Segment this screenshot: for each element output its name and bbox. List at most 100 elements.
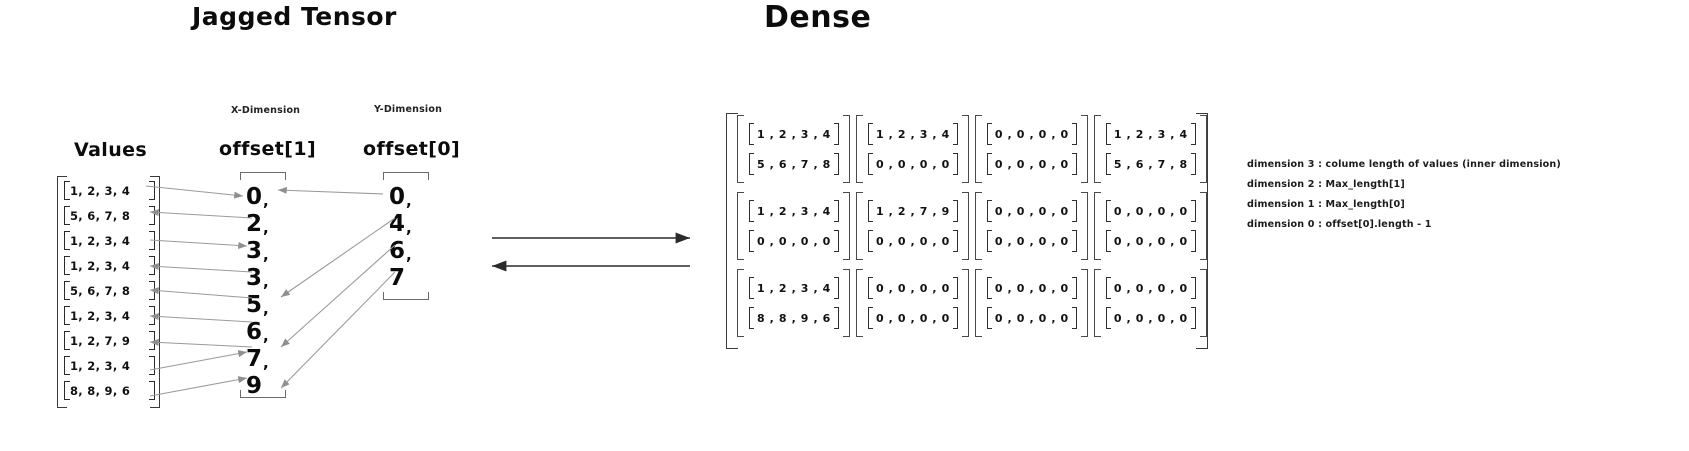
dense-inner-row: 8 , 8 , 9 , 6 <box>749 303 839 333</box>
offset1-brace-top <box>240 172 286 180</box>
y-dimension-sublabel: Y-Dimension <box>374 104 443 115</box>
dimension-note: dimension 3 : colume length of values (i… <box>1247 159 1561 170</box>
offset1-item: 0, <box>246 182 269 209</box>
comma-glyph: , <box>263 273 269 291</box>
values-row: 1, 2, 3, 4 <box>62 253 157 278</box>
dense-inner-row: 0 , 0 , 0 , 0 <box>1105 273 1196 303</box>
offset1-list: 0,2,3,3,5,6,7,9 <box>246 182 269 398</box>
offset0-value: 0 <box>389 184 406 210</box>
dense-inner-row: 0 , 0 , 0 , 0 <box>986 273 1077 303</box>
dense-inner-row: 1 , 2 , 3 , 4 <box>749 119 839 149</box>
values-row: 1, 2, 3, 4 <box>62 353 157 378</box>
offset0-value: 4 <box>389 211 406 237</box>
dense-inner-row: 0 , 0 , 0 , 0 <box>986 149 1077 179</box>
offset0-item: 4, <box>389 209 412 236</box>
offset1-item: 5, <box>246 290 269 317</box>
offset1-item: 3, <box>246 263 269 290</box>
dense-inner-row: 0 , 0 , 0 , 0 <box>1105 196 1196 226</box>
offset0-heading: offset[0] <box>363 138 461 160</box>
offset1-value: 0 <box>246 184 263 210</box>
dense-inner-row: 0 , 0 , 0 , 0 <box>1105 303 1196 333</box>
offset1-value: 3 <box>246 238 263 264</box>
dense-inner-row: 1 , 2 , 3 , 4 <box>749 196 839 226</box>
values-row: 8, 8, 9, 6 <box>62 378 157 403</box>
dense-inner-row: 5 , 6 , 7 , 8 <box>749 149 839 179</box>
offset0-list: 0,4,6,7 <box>389 182 412 290</box>
offset0-brace-bottom <box>383 292 429 300</box>
comma-glyph: , <box>406 192 412 210</box>
offset1-item: 7, <box>246 344 269 371</box>
values-row: 1, 2, 3, 4 <box>62 178 157 203</box>
comma-glyph: , <box>263 246 269 264</box>
offset1-value: 3 <box>246 265 263 291</box>
page-title-jagged-tensor: Jagged Tensor <box>192 2 397 31</box>
dense-inner-row: 0 , 0 , 0 , 0 <box>749 226 839 256</box>
offset0-value: 7 <box>389 265 406 291</box>
dense-inner-row: 0 , 0 , 0 , 0 <box>867 273 958 303</box>
dense-inner-row: 0 , 0 , 0 , 0 <box>867 149 958 179</box>
values-outer-bracket-left <box>57 176 67 408</box>
x-dimension-sublabel: X-Dimension <box>231 105 301 116</box>
dense-inner-row: 0 , 0 , 0 , 0 <box>1105 226 1196 256</box>
dimension-note: dimension 2 : Max_length[1] <box>1247 179 1405 190</box>
dense-inner-row: 1 , 2 , 7 , 9 <box>867 196 958 226</box>
dense-inner-row: 0 , 0 , 0 , 0 <box>867 303 958 333</box>
offset1-value: 9 <box>246 373 263 399</box>
values-row: 5, 6, 7, 8 <box>62 278 157 303</box>
comma-glyph: , <box>263 300 269 318</box>
values-row: 1, 2, 3, 4 <box>62 303 157 328</box>
dense-inner-row: 1 , 2 , 3 , 4 <box>1105 119 1196 149</box>
value-to-offset1-arrows <box>145 185 253 397</box>
page-title-dense: Dense <box>764 0 872 35</box>
dense-outer-bracket-right <box>1196 113 1208 349</box>
values-row: 5, 6, 7, 8 <box>62 203 157 228</box>
comma-glyph: , <box>263 192 269 210</box>
offset0-brace-top <box>383 172 429 180</box>
offset1-value: 6 <box>246 319 263 345</box>
values-row: 1, 2, 3, 4 <box>62 228 157 253</box>
dense-inner-row: 5 , 6 , 7 , 8 <box>1105 149 1196 179</box>
offset1-item: 2, <box>246 209 269 236</box>
dense-inner-row: 0 , 0 , 0 , 0 <box>986 196 1077 226</box>
dense-inner-row: 0 , 0 , 0 , 0 <box>986 303 1077 333</box>
offset1-value: 2 <box>246 211 263 237</box>
comma-glyph: , <box>263 354 269 372</box>
dimension-note: dimension 0 : offset[0].length - 1 <box>1247 219 1432 230</box>
comma-glyph: , <box>263 219 269 237</box>
offset1-heading: offset[1] <box>219 138 317 160</box>
dense-inner-row: 1 , 2 , 3 , 4 <box>749 273 839 303</box>
values-row: 1, 2, 7, 9 <box>62 328 157 353</box>
dense-inner-row: 1 , 2 , 3 , 4 <box>867 119 958 149</box>
offset0-item: 7 <box>389 263 412 290</box>
dense-inner-row: 0 , 0 , 0 , 0 <box>867 226 958 256</box>
offset1-value: 5 <box>246 292 263 318</box>
comma-glyph: , <box>406 246 412 264</box>
comma-glyph: , <box>406 219 412 237</box>
dimension-note: dimension 1 : Max_length[0] <box>1247 199 1405 210</box>
dense-inner-row: 0 , 0 , 0 , 0 <box>986 226 1077 256</box>
dense-outer-bracket-left <box>726 113 738 349</box>
dense-inner-row: 0 , 0 , 0 , 0 <box>986 119 1077 149</box>
offset0-to-offset1-arrows <box>277 186 396 389</box>
offset0-item: 6, <box>389 236 412 263</box>
dimension-notes-list: dimension 3 : colume length of values (i… <box>1247 155 1561 235</box>
comma-glyph: , <box>263 327 269 345</box>
values-heading: Values <box>74 139 148 161</box>
offset1-item: 9 <box>246 371 269 398</box>
